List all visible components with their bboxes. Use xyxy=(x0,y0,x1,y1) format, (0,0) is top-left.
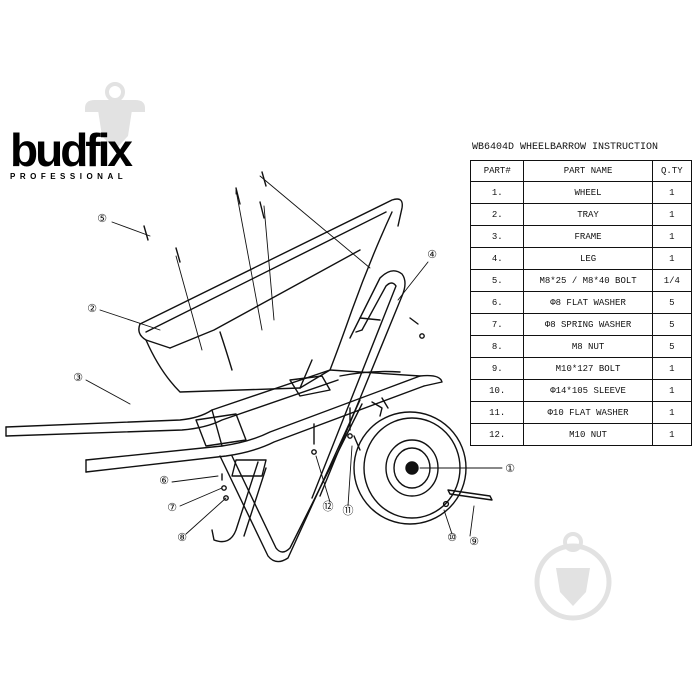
callout-2: ② xyxy=(87,302,97,315)
brand-name: budfix xyxy=(10,124,133,176)
part-quantity: 5 xyxy=(651,291,693,314)
shopping-bag-watermark-icon xyxy=(534,532,612,621)
document-title: WB6404D WHEELBARROW INSTRUCTION xyxy=(472,142,659,153)
part-quantity: 1 xyxy=(651,247,693,270)
leg-part xyxy=(211,270,406,563)
part-number: 5. xyxy=(469,269,525,292)
part-quantity: 1 xyxy=(651,379,693,402)
shopping-bag-watermark-icon xyxy=(85,82,145,150)
frame-part xyxy=(5,369,443,473)
part-quantity: 1 xyxy=(651,357,693,380)
callout-7: ⑦ xyxy=(167,501,177,514)
callout-6: ⑥ xyxy=(159,474,169,487)
callout-5: ⑤ xyxy=(97,212,107,225)
part-name: Φ8 FLAT WASHER xyxy=(523,291,653,314)
callout-9: ⑨ xyxy=(469,535,479,548)
part-number: 2. xyxy=(469,203,525,226)
part-number: 9. xyxy=(469,357,525,380)
part-number: 6. xyxy=(469,291,525,314)
part-quantity: 1 xyxy=(651,203,693,226)
parts-table-header: PART# PART NAME Q.TY xyxy=(469,160,693,182)
part-quantity: 1/4 xyxy=(651,269,693,292)
part-number: 10. xyxy=(469,379,525,402)
part-name: M8 NUT xyxy=(523,335,653,358)
part-name: Φ14*105 SLEEVE xyxy=(523,379,653,402)
header-quantity: Q.TY xyxy=(651,160,693,182)
part-quantity: 1 xyxy=(651,181,693,204)
callout-1: ① xyxy=(505,462,515,475)
part-name: Φ8 SPRING WASHER xyxy=(523,313,653,336)
part-number: 4. xyxy=(469,247,525,270)
part-name: FRAME xyxy=(523,225,653,248)
callout-leaders xyxy=(85,175,503,537)
part-number: 12. xyxy=(469,423,525,446)
header-part-name: PART NAME xyxy=(523,160,653,182)
part-number: 3. xyxy=(469,225,525,248)
part-name: LEG xyxy=(523,247,653,270)
part-number: 11. xyxy=(469,401,525,424)
part-name: TRAY xyxy=(523,203,653,226)
part-name: Φ10 FLAT WASHER xyxy=(523,401,653,424)
part-number: 8. xyxy=(469,335,525,358)
brand-tagline: PROFESSIONAL xyxy=(10,172,128,181)
part-number: 7. xyxy=(469,313,525,336)
tray-part xyxy=(138,198,403,393)
callout-12: ⑫ xyxy=(323,500,334,513)
part-name: M10*127 BOLT xyxy=(523,357,653,380)
part-quantity: 1 xyxy=(651,401,693,424)
brand-logo: budfix PROFESSIONAL xyxy=(10,124,150,181)
wheel-part xyxy=(353,401,467,525)
callout-8: ⑧ xyxy=(177,531,187,544)
header-part-number: PART# xyxy=(469,160,525,182)
part-quantity: 5 xyxy=(651,335,693,358)
part-quantity: 1 xyxy=(651,225,693,248)
part-number: 1. xyxy=(469,181,525,204)
part-name: M10 NUT xyxy=(523,423,653,446)
hardware-parts xyxy=(143,171,493,508)
callout-10: ⑩ xyxy=(447,531,457,544)
part-quantity: 1 xyxy=(651,423,693,446)
callout-11: ⑪ xyxy=(343,504,354,517)
callout-4: ④ xyxy=(427,248,437,261)
part-quantity: 5 xyxy=(651,313,693,336)
part-name: M8*25 / M8*40 BOLT xyxy=(523,269,653,292)
part-name: WHEEL xyxy=(523,181,653,204)
callout-3: ③ xyxy=(73,371,83,384)
